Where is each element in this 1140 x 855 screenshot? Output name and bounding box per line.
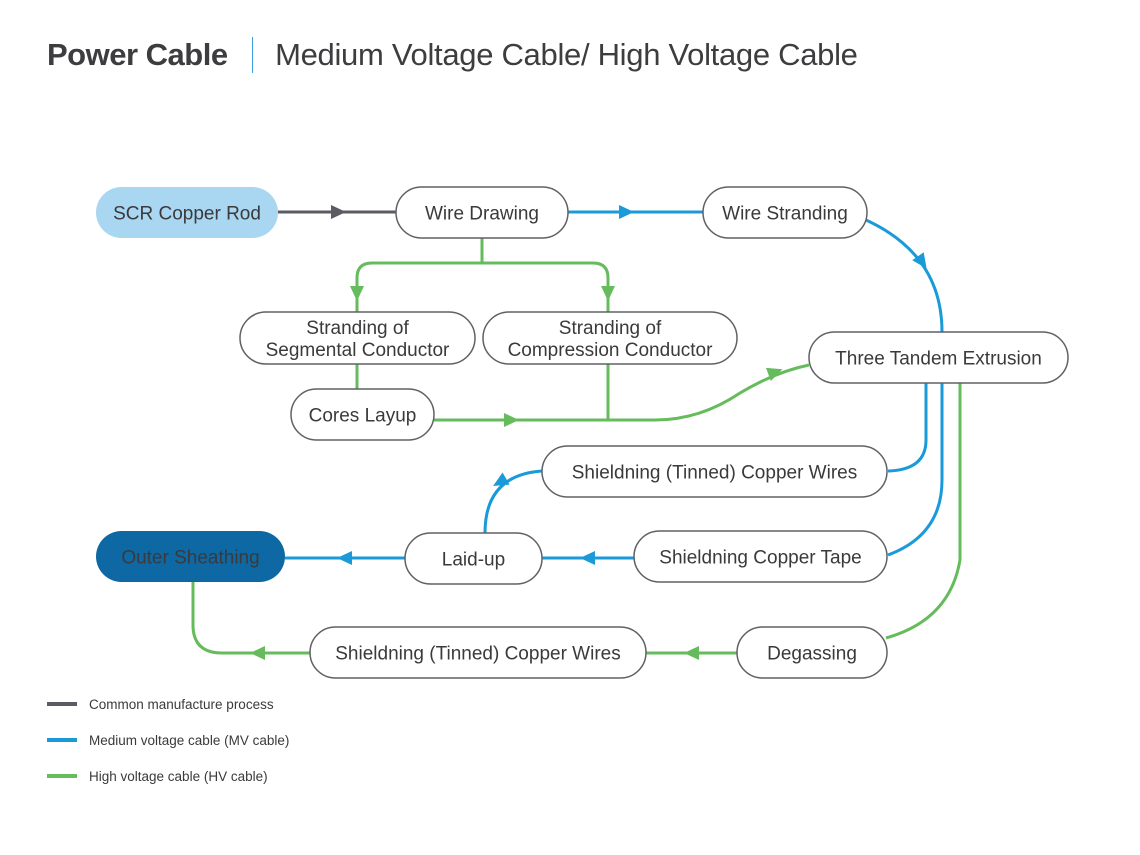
node-shielding-tinned-wires-mv: Shieldning (Tinned) Copper Wires [541, 445, 888, 498]
nodes: SCR Copper Rod Wire Drawing Wire Stranding… [96, 186, 1069, 679]
node-wire-stranding: Wire Stranding [702, 186, 868, 239]
node-shape [290, 388, 435, 441]
node-label: Shieldning (Tinned) Copper Wires [572, 463, 857, 484]
node-shape [96, 187, 278, 238]
arrow-head-icon [331, 205, 346, 219]
node-shape [541, 445, 888, 498]
legend-swatch-mv [47, 738, 77, 742]
node-label: Stranding of [559, 318, 662, 339]
node-label: SCR Copper Rod [113, 204, 261, 225]
node-label: Wire Drawing [425, 204, 539, 225]
edge-extrusion-to-tinned-wires [887, 383, 928, 473]
diagram-title: Power Cable Medium Voltage Cable/ High V… [47, 33, 858, 77]
node-label: Three Tandem Extrusion [835, 349, 1042, 370]
edge-drawing-to-compression [482, 261, 610, 312]
node-outer-sheathing: Outer Sheathing [96, 531, 285, 582]
title-subtitle: Medium Voltage Cable/ High Voltage Cable [275, 37, 858, 72]
legend-label: High voltage cable (HV cable) [89, 768, 268, 784]
node-label: Wire Stranding [722, 204, 848, 225]
node-shape [808, 331, 1069, 384]
legend-label: Medium voltage cable (MV cable) [89, 732, 290, 748]
legend-item-common: Common manufacture process [47, 686, 289, 722]
node-label: Outer Sheathing [121, 548, 259, 569]
edge-tinned-wires-to-sheathing [191, 582, 310, 655]
node-label: Compression Conductor [508, 340, 714, 361]
node-shape [482, 311, 738, 365]
node-wire-drawing: Wire Drawing [395, 186, 569, 239]
arrow-head-icon [250, 646, 265, 660]
node-label: Shieldning (Tinned) Copper Wires [335, 644, 620, 665]
node-label: Shieldning Copper Tape [659, 548, 861, 569]
node-shape [239, 311, 476, 365]
title-main: Power Cable [47, 37, 228, 72]
arrow-head-icon [493, 472, 510, 486]
title-divider [251, 37, 254, 73]
node-shape [309, 626, 647, 679]
node-shape [633, 530, 888, 583]
edge-stranding-to-extrusion [865, 218, 944, 333]
node-shape [404, 532, 543, 585]
legend: Common manufacture process Medium voltag… [47, 686, 289, 794]
arrow-head-icon [504, 413, 519, 427]
node-shielding-tinned-wires-hv: Shieldning (Tinned) Copper Wires [309, 626, 647, 679]
edge-cores-to-extrusion [434, 363, 810, 422]
node-shape [395, 186, 569, 239]
node-shape [736, 626, 888, 679]
arrow-head-icon [684, 646, 699, 660]
edge-drawing-to-segmental [355, 238, 484, 312]
edge-extrusion-to-copper-tape [887, 383, 944, 557]
node-degassing: Degassing [736, 626, 888, 679]
arrow-head-icon [350, 286, 364, 301]
node-label: Laid-up [442, 550, 505, 571]
arrow-head-icon [619, 205, 634, 219]
edge-tinned-wires-to-laidup [483, 469, 543, 534]
edge-extrusion-to-degassing [885, 383, 962, 640]
node-scr-copper-rod: SCR Copper Rod [96, 187, 278, 238]
node-label: Cores Layup [309, 406, 417, 427]
node-three-tandem-extrusion: Three Tandem Extrusion [808, 331, 1069, 384]
legend-label: Common manufacture process [89, 696, 274, 712]
node-shape [702, 186, 868, 239]
legend-item-mv: Medium voltage cable (MV cable) [47, 722, 289, 758]
arrow-head-icon [912, 252, 927, 269]
node-cores-layup: Cores Layup [290, 388, 435, 441]
legend-swatch-hv [47, 774, 77, 778]
arrow-head-icon [337, 551, 352, 565]
legend-swatch-common [47, 702, 77, 706]
arrow-head-icon [601, 286, 615, 301]
node-shape [96, 531, 285, 582]
arrow-head-icon [766, 367, 783, 381]
node-laid-up: Laid-up [404, 532, 543, 585]
edges [191, 205, 962, 660]
node-label: Stranding of [306, 318, 409, 339]
legend-item-hv: High voltage cable (HV cable) [47, 758, 289, 794]
node-label: Segmental Conductor [266, 340, 450, 361]
node-label: Degassing [767, 644, 857, 665]
arrow-head-icon [580, 551, 595, 565]
node-shielding-copper-tape: Shieldning Copper Tape [633, 530, 888, 583]
